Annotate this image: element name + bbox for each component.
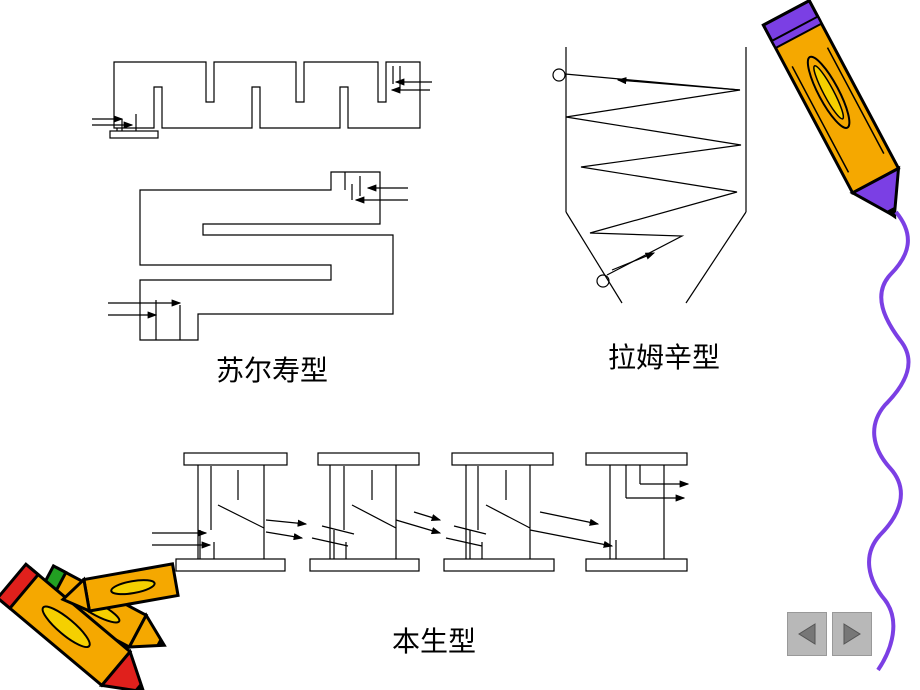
next-slide-button[interactable] xyxy=(832,612,872,656)
caption-sulzer: 苏尔寿型 xyxy=(216,354,329,387)
sulzer-upper-coil xyxy=(92,61,432,139)
triangle-right-icon xyxy=(843,623,861,645)
sulzer-lower-coil xyxy=(108,171,408,341)
benson-panels xyxy=(152,452,690,572)
caption-benson: 本生型 xyxy=(392,625,477,658)
ramzin-furnace xyxy=(552,47,747,304)
prev-slide-button[interactable] xyxy=(787,612,827,656)
triangle-left-icon xyxy=(798,623,816,645)
caption-ramzin: 拉姆辛型 xyxy=(608,341,721,374)
